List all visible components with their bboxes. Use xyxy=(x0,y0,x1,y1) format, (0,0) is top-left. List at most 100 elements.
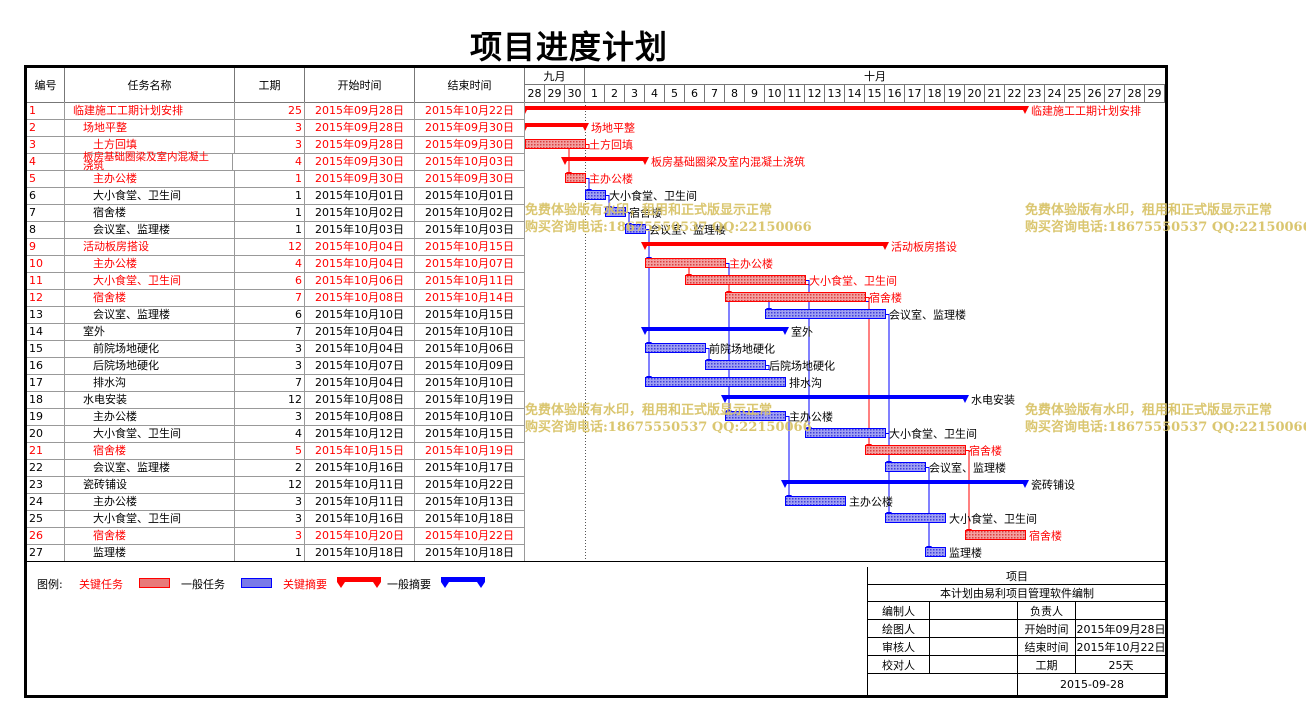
day-cell: 29 xyxy=(545,85,565,102)
task-start: 2015年10月06日 xyxy=(305,272,415,289)
task-start: 2015年10月11日 xyxy=(305,476,415,493)
day-cell: 17 xyxy=(905,85,925,102)
legend-summary-label: 一般摘要 xyxy=(387,578,431,591)
task-end: 2015年10月15日 xyxy=(415,306,525,323)
info-end-value: 2015年10月22日 xyxy=(1076,638,1166,656)
task-duration: 6 xyxy=(235,306,305,323)
day-cell: 15 xyxy=(865,85,885,102)
task-id: 4 xyxy=(27,153,65,170)
summary-bar xyxy=(783,480,1027,484)
task-bar-label: 宿舍楼 xyxy=(969,444,1002,458)
task-end: 2015年10月07日 xyxy=(415,255,525,272)
task-duration: 3 xyxy=(235,527,305,544)
task-bar-label: 瓷砖铺设 xyxy=(1031,478,1075,492)
task-bar-label: 活动板房搭设 xyxy=(891,240,957,254)
day-cell: 21 xyxy=(985,85,1005,102)
task-end: 2015年10月10日 xyxy=(415,374,525,391)
task-start: 2015年10月18日 xyxy=(305,544,415,561)
dependency-link xyxy=(625,212,630,225)
day-cell: 20 xyxy=(965,85,985,102)
day-cell: 29 xyxy=(1145,85,1165,102)
task-id: 6 xyxy=(27,187,65,204)
task-start: 2015年10月08日 xyxy=(305,391,415,408)
summary-cap xyxy=(1021,480,1029,488)
task-start: 2015年10月08日 xyxy=(305,408,415,425)
task-id: 21 xyxy=(27,442,65,459)
task-start: 2015年09月28日 xyxy=(305,119,415,136)
day-cell: 28 xyxy=(1125,85,1145,102)
task-name: 瓷砖铺设 xyxy=(65,476,235,493)
task-bar-label: 主办公楼 xyxy=(589,172,633,186)
summary-cap xyxy=(721,395,729,403)
task-end: 2015年10月10日 xyxy=(415,408,525,425)
task-bar-label: 土方回填 xyxy=(589,138,633,152)
task-bar xyxy=(925,547,946,557)
task-bar-label: 宿舍楼 xyxy=(629,206,662,220)
task-bar xyxy=(525,139,586,149)
task-end: 2015年09月30日 xyxy=(415,136,525,153)
info-made-by: 本计划由易利项目管理软件编制 xyxy=(868,585,1166,602)
day-cell: 13 xyxy=(825,85,845,102)
task-start: 2015年10月04日 xyxy=(305,374,415,391)
task-name: 大小食堂、卫生间 xyxy=(65,272,235,289)
task-start: 2015年09月30日 xyxy=(305,153,415,170)
task-id: 18 xyxy=(27,391,65,408)
summary-bar xyxy=(723,395,967,399)
task-end: 2015年10月15日 xyxy=(415,238,525,255)
task-end: 2015年10月06日 xyxy=(415,340,525,357)
task-name: 前院场地硬化 xyxy=(65,340,235,357)
summary-cap xyxy=(581,123,589,131)
task-duration: 12 xyxy=(235,238,305,255)
task-duration: 4 xyxy=(235,255,305,272)
task-duration: 1 xyxy=(235,544,305,561)
task-duration: 6 xyxy=(235,272,305,289)
task-name: 主办公楼 xyxy=(65,408,235,425)
task-name: 场地平整 xyxy=(65,119,235,136)
task-bar-label: 主办公楼 xyxy=(789,410,833,424)
task-end: 2015年10月03日 xyxy=(415,153,525,170)
summary-bar xyxy=(525,123,587,127)
task-duration: 4 xyxy=(235,425,305,442)
info-owner-value xyxy=(1076,602,1166,620)
dependency-link xyxy=(785,416,790,497)
task-name: 会议室、监理楼 xyxy=(65,306,235,323)
watermark-text: 购买咨询电话:18675550537 QQ:22150066 xyxy=(1025,220,1306,235)
task-duration: 7 xyxy=(235,323,305,340)
task-bar xyxy=(685,275,806,285)
task-duration: 3 xyxy=(235,510,305,527)
task-name: 大小食堂、卫生间 xyxy=(65,187,235,204)
task-id: 24 xyxy=(27,493,65,510)
info-start-label: 开始时间 xyxy=(1018,620,1076,638)
info-project: 项目 xyxy=(868,567,1166,585)
task-end: 2015年10月02日 xyxy=(415,204,525,221)
